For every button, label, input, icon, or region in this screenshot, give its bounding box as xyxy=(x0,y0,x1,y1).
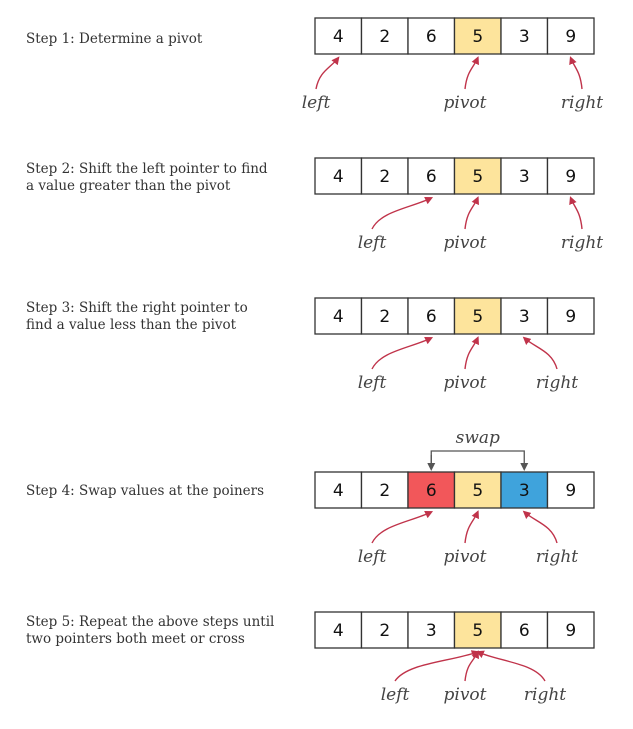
right-pointer-arrow xyxy=(522,336,558,370)
right-pointer-label: right xyxy=(561,93,603,113)
right-pointer-label: right xyxy=(561,233,603,253)
array-cell xyxy=(407,17,456,55)
array-cell xyxy=(546,157,595,195)
pivot-pointer-arrow xyxy=(464,56,479,90)
pivot-pointer-label: pivot xyxy=(444,93,487,113)
right-pointer-label: right xyxy=(536,547,578,567)
array-cell-value: 3 xyxy=(519,167,530,187)
pivot-pointer-arrow xyxy=(464,650,479,682)
array-cell xyxy=(360,471,409,509)
array-cell xyxy=(453,297,502,335)
array-cell-value: 2 xyxy=(379,307,390,327)
left-pointer-label: left xyxy=(302,93,331,113)
array-cell-value: 6 xyxy=(426,27,437,47)
array-cell-value: 5 xyxy=(472,167,483,187)
step-4-array: 4 2 6 5 3 9 swap left pivot right xyxy=(314,428,595,567)
array-cell xyxy=(314,157,363,195)
array-cell-value: 2 xyxy=(379,167,390,187)
pivot-pointer-arrow xyxy=(464,336,479,370)
array-cell-value: 2 xyxy=(379,27,390,47)
pivot-pointer-label: pivot xyxy=(444,685,487,705)
array-cell xyxy=(360,297,409,335)
array-cell xyxy=(407,471,456,509)
left-pointer-label: left xyxy=(381,685,410,705)
array-cell-value: 2 xyxy=(379,481,390,501)
array-cell-value: 4 xyxy=(333,167,344,187)
array-cell xyxy=(314,297,363,335)
array-cell xyxy=(546,611,595,649)
array-cell-value: 6 xyxy=(519,621,530,641)
array-cell-value: 9 xyxy=(565,621,576,641)
array-cell-value: 2 xyxy=(379,621,390,641)
left-pointer-label: left xyxy=(358,373,387,393)
left-pointer-label: left xyxy=(358,547,387,567)
step-2-array: 4 2 6 5 3 9 left pivot right xyxy=(314,157,603,253)
array-cell-value: 6 xyxy=(426,307,437,327)
pivot-pointer-arrow xyxy=(464,196,479,230)
array-cell-value: 4 xyxy=(333,481,344,501)
array-cell-value: 3 xyxy=(519,27,530,47)
array-cell xyxy=(500,611,549,649)
array-cell-value: 3 xyxy=(519,307,530,327)
array-cell xyxy=(546,17,595,55)
array-cell-value: 3 xyxy=(426,621,437,641)
array-cell-value: 5 xyxy=(472,481,483,501)
step-1-array: 4 2 6 5 3 9 left pivot right xyxy=(302,17,603,113)
array-cell-value: 9 xyxy=(565,167,576,187)
array-cell-value: 3 xyxy=(519,481,530,501)
array-cell-value: 6 xyxy=(426,167,437,187)
right-pointer-label: right xyxy=(536,373,578,393)
left-pointer-arrow xyxy=(371,511,434,544)
array-cell xyxy=(360,611,409,649)
array-cell xyxy=(314,471,363,509)
array-cell-value: 9 xyxy=(565,27,576,47)
array-cell-value: 9 xyxy=(565,307,576,327)
array-cell-value: 5 xyxy=(472,621,483,641)
right-pointer-arrow xyxy=(522,510,558,544)
array-cell-value: 5 xyxy=(472,27,483,47)
step-1-description: Step 1: Determine a pivot xyxy=(26,31,203,47)
array-cell xyxy=(500,297,549,335)
right-pointer-arrow xyxy=(475,650,546,682)
pivot-pointer-label: pivot xyxy=(444,373,487,393)
step-5-array: 4 2 3 5 6 9 left pivot right xyxy=(314,611,595,705)
array-cell xyxy=(500,17,549,55)
array-cell xyxy=(314,17,363,55)
array-cell-value: 5 xyxy=(472,307,483,327)
left-pointer-label: left xyxy=(358,233,387,253)
array-cell xyxy=(546,297,595,335)
left-pointer-arrow xyxy=(371,197,434,230)
step-3-array: 4 2 6 5 3 9 left pivot right xyxy=(314,297,595,393)
step-4-description: Step 4: Swap values at the poiners xyxy=(26,483,265,499)
step-2-description: Step 2: Shift the left pointer to find a… xyxy=(26,161,268,194)
left-pointer-arrow xyxy=(394,650,480,682)
array-cell-value: 9 xyxy=(565,481,576,501)
array-cell xyxy=(453,471,502,509)
array-cell-value: 4 xyxy=(333,27,344,47)
left-pointer-arrow xyxy=(371,337,434,370)
array-cell-value: 6 xyxy=(426,481,437,501)
array-cell-value: 4 xyxy=(333,307,344,327)
swap-label: swap xyxy=(456,428,500,448)
right-pointer-arrow xyxy=(569,196,583,230)
array-cell xyxy=(360,17,409,55)
swap-arrow xyxy=(430,450,529,471)
right-pointer-arrow xyxy=(569,56,583,90)
array-cell xyxy=(407,611,456,649)
array-cell xyxy=(453,17,502,55)
array-cell xyxy=(360,157,409,195)
pivot-pointer-label: pivot xyxy=(444,547,487,567)
pivot-pointer-label: pivot xyxy=(444,233,487,253)
array-cell xyxy=(314,611,363,649)
step-3-description: Step 3: Shift the right pointer to find … xyxy=(26,300,248,333)
right-pointer-label: right xyxy=(524,685,566,705)
pivot-pointer-arrow xyxy=(464,510,479,544)
array-cell xyxy=(546,471,595,509)
array-cell-value: 4 xyxy=(333,621,344,641)
array-cell xyxy=(500,157,549,195)
step-5-description: Step 5: Repeat the above steps until two… xyxy=(26,614,275,647)
left-pointer-arrow xyxy=(315,56,340,90)
